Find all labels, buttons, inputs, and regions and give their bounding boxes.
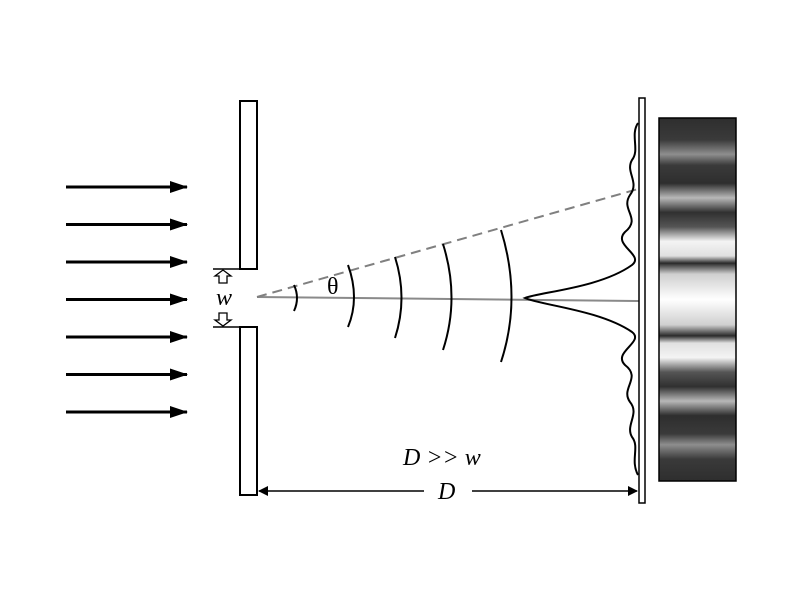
wavefronts (293, 229, 513, 363)
slit-width-label: w (216, 285, 232, 311)
slit-arrow-down-icon (213, 269, 233, 284)
slit-width-indicator (213, 268, 239, 328)
central-axis-line (256, 296, 641, 302)
barrier-upper (239, 100, 258, 270)
wavefront-2 (347, 264, 355, 328)
wavefront-1 (293, 284, 298, 312)
wavefront-5 (500, 229, 513, 363)
angle-dashed-line (256, 188, 639, 298)
barrier-lower (239, 326, 258, 496)
distance-label: D (437, 479, 455, 505)
wavefront-4 (442, 243, 453, 351)
detection-screen (638, 97, 646, 504)
wavefront-3 (394, 256, 403, 339)
fringe-pattern (658, 117, 737, 482)
condition-label: D >> w (402, 445, 481, 471)
slit-arrow-up-icon (213, 312, 233, 327)
incident-wave-arrows (66, 181, 188, 418)
intensity-profile-curve (522, 122, 639, 476)
angle-label: θ (327, 274, 339, 300)
